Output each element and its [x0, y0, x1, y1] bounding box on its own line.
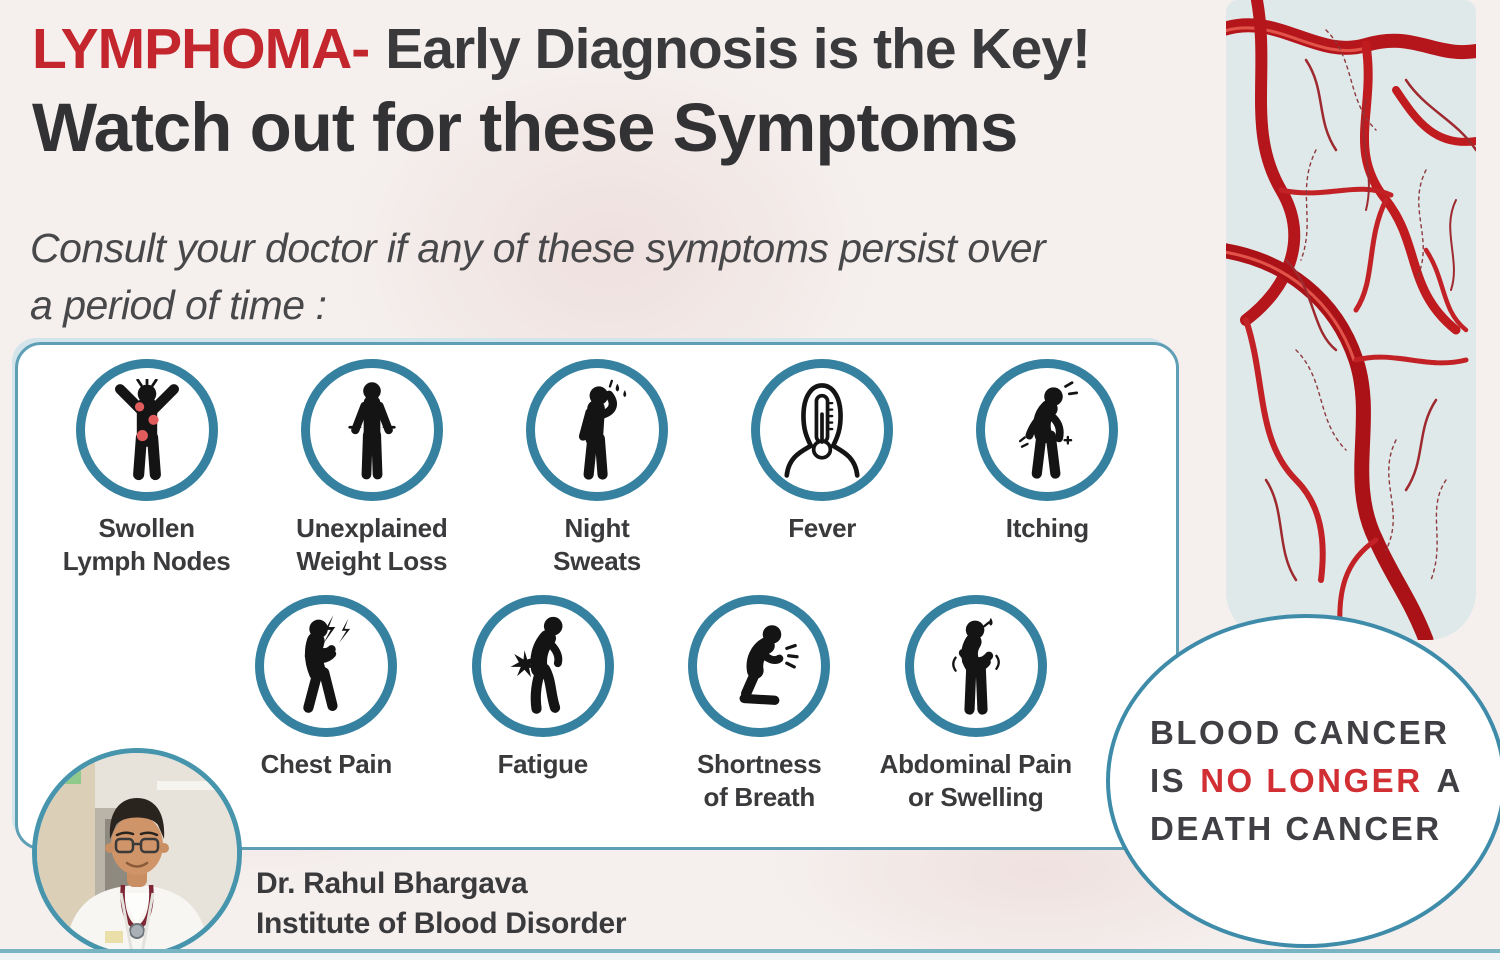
- blood-vessels-image: [1226, 0, 1476, 640]
- badge-line-1: BLOOD CANCER: [1150, 714, 1450, 752]
- fever-icon: [784, 383, 860, 478]
- intro-text: Consult your doctor if any of these symp…: [30, 225, 1046, 329]
- symptom-label: Swollen Lymph Nodes: [62, 513, 231, 577]
- itching-icon: [1019, 381, 1079, 479]
- title-lymphoma: LYMPHOMA-: [32, 17, 370, 81]
- header: LYMPHOMA-Early Diagnosis is the Key! Wat…: [32, 16, 1091, 167]
- icon-ring: [688, 594, 831, 737]
- symptom-shortness-of-breath: Shortness of Breath: [652, 594, 866, 815]
- page-title: LYMPHOMA-Early Diagnosis is the Key!: [32, 16, 1091, 82]
- blood-cancer-badge: BLOOD CANCER IS NO LONGER A DEATH CANCER: [1106, 614, 1500, 948]
- blood-cancer-badge-text: BLOOD CANCER IS NO LONGER A DEATH CANCER: [1150, 709, 1463, 853]
- symptom-weight-loss: Unexplained Weight Loss: [265, 359, 479, 579]
- icon-ring: [471, 594, 614, 737]
- badge-no-longer: NO LONGER: [1200, 762, 1423, 800]
- symptom-label: Fatigue: [497, 748, 589, 779]
- weight-loss-icon: [348, 382, 396, 480]
- icon-ring: [751, 359, 894, 501]
- swollen-lymph-nodes-icon: [114, 379, 179, 481]
- doctor-photo: [32, 748, 242, 958]
- symptom-label: Fever: [788, 513, 857, 543]
- badge-line-2: IS NO LONGER A: [1150, 757, 1463, 805]
- symptom-chest-pain: Chest Pain: [219, 594, 433, 781]
- icon-ring: [525, 359, 668, 501]
- symptom-abdominal-pain: Abdominal Pain or Swelling: [869, 594, 1083, 815]
- symptom-label: Abdominal Pain or Swelling: [879, 748, 1073, 812]
- symptom-fatigue: Fatigue: [436, 594, 650, 781]
- doctor-organization: Institute of Blood Disorder: [256, 906, 627, 940]
- shortness-of-breath-icon: [739, 624, 799, 705]
- blood-vessels-art: [1226, 0, 1476, 640]
- symptom-label: Night Sweats: [553, 513, 641, 577]
- icon-ring: [976, 359, 1119, 501]
- symptoms-panel: Swollen Lymph Nodes: [15, 342, 1179, 850]
- icon-ring: [904, 594, 1047, 737]
- doctor-credit: Dr. Rahul Bhargava Institute of Blood Di…: [256, 864, 627, 943]
- bottom-border-line: [0, 949, 1500, 953]
- night-sweats-icon: [578, 379, 627, 480]
- icon-ring: [300, 359, 443, 501]
- symptom-label: Itching: [1005, 513, 1089, 543]
- bottom-strip: [0, 953, 1500, 960]
- symptom-label: Shortness of Breath: [697, 748, 822, 812]
- title-tagline: Early Diagnosis is the Key!: [385, 17, 1091, 81]
- chest-pain-icon: [303, 614, 351, 713]
- fatigue-icon: [510, 616, 563, 714]
- symptoms-row-1: Swollen Lymph Nodes: [18, 345, 1176, 579]
- icon-ring: [255, 594, 398, 737]
- badge-line-3: DEATH CANCER: [1150, 809, 1442, 847]
- symptom-label: Unexplained Weight Loss: [296, 513, 448, 577]
- symptom-night-sweats: Night Sweats: [490, 359, 704, 579]
- symptom-label: Chest Pain: [260, 748, 393, 779]
- symptoms-row-2: Chest Pain Fatigue: [18, 579, 1176, 815]
- badge-a: A: [1436, 762, 1463, 800]
- doctor-portrait-art: [37, 753, 237, 953]
- badge-is: IS: [1150, 762, 1187, 800]
- doctor-name: Dr. Rahul Bhargava: [256, 867, 528, 900]
- symptom-swollen-lymph-nodes: Swollen Lymph Nodes: [40, 359, 254, 579]
- abdominal-pain-icon: [951, 617, 1000, 715]
- symptom-itching: Itching: [940, 359, 1154, 545]
- page-title-line2: Watch out for these Symptoms: [32, 89, 1018, 166]
- icon-ring: [75, 359, 218, 501]
- symptom-fever: Fever: [715, 359, 929, 545]
